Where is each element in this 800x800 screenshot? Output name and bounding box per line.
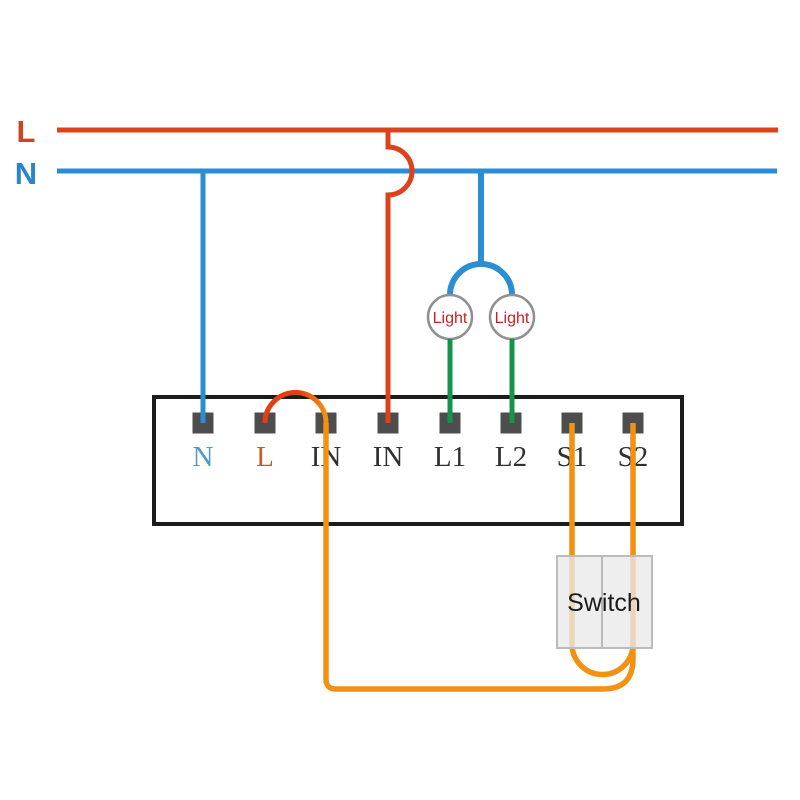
- switch-loop-wire-in-to-s2: [323, 423, 636, 692]
- terminal-label-l1: L1: [434, 441, 466, 473]
- light-label-1: Light: [433, 310, 468, 327]
- terminal-label-in2: IN: [373, 441, 404, 473]
- light-label-2: Light: [495, 310, 530, 327]
- mains-neutral-label: N: [15, 156, 37, 191]
- jumper-wire-l-to-in: [262, 390, 329, 424]
- live-drop-wire: [385, 130, 415, 423]
- terminal-label-l2: L2: [495, 441, 527, 473]
- terminal-label-n: N: [193, 441, 214, 473]
- neutral-lights-split-arc: [447, 261, 515, 296]
- switch-label: Switch: [567, 589, 641, 617]
- terminal-label-l: L: [256, 441, 274, 473]
- module-box: [152, 395, 684, 526]
- switch-box: [556, 555, 653, 649]
- switch-loop-wire-s1: [569, 423, 636, 678]
- mains-live-label: L: [17, 114, 36, 149]
